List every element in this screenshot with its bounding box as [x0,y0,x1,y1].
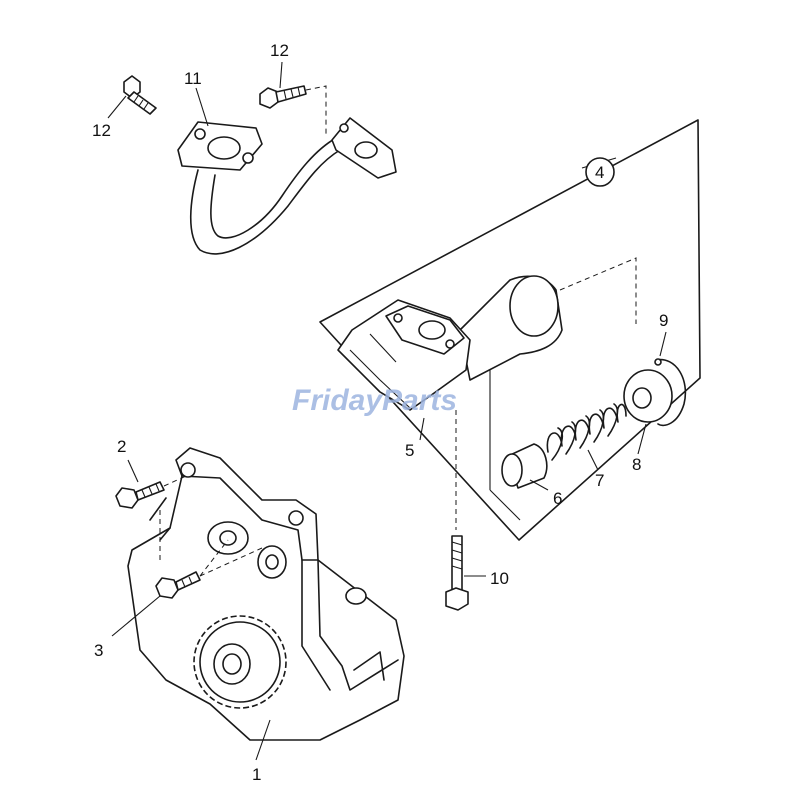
callout-6: 6 [553,489,562,508]
valve-spring [546,403,627,461]
callout-5: 5 [405,441,414,460]
snap-ring [654,358,687,427]
callout-2: 2 [117,437,126,456]
callout-3: 3 [94,641,103,660]
bolt-12-right [259,85,327,134]
drive-gear [193,615,287,709]
callout-9: 9 [659,311,668,330]
oil-tube [177,117,397,255]
callout-12-left: 12 [92,121,111,140]
spring-washer [623,369,673,423]
callout-11: 11 [184,69,202,88]
valve-housing [337,275,563,411]
callout-4-circle [585,157,615,187]
callout-10: 10 [490,569,509,588]
leader-lines [107,61,667,761]
callout-labels: 1 2 3 4 5 6 7 8 9 10 11 12 12 [92,41,668,784]
callout-7: 7 [595,471,604,490]
callout-1: 1 [252,765,261,784]
relief-valve-group-outline [319,119,701,541]
bolt-3 [155,539,263,599]
bolt-12-left [123,75,157,115]
valve-plunger [501,443,548,489]
callout-12-right: 12 [270,41,289,60]
callout-8: 8 [632,455,641,474]
bolt-2 [115,475,187,560]
callout-4: 4 [595,163,604,182]
watermark-logo: FridayParts [292,384,457,417]
long-bolt-10 [445,410,469,611]
